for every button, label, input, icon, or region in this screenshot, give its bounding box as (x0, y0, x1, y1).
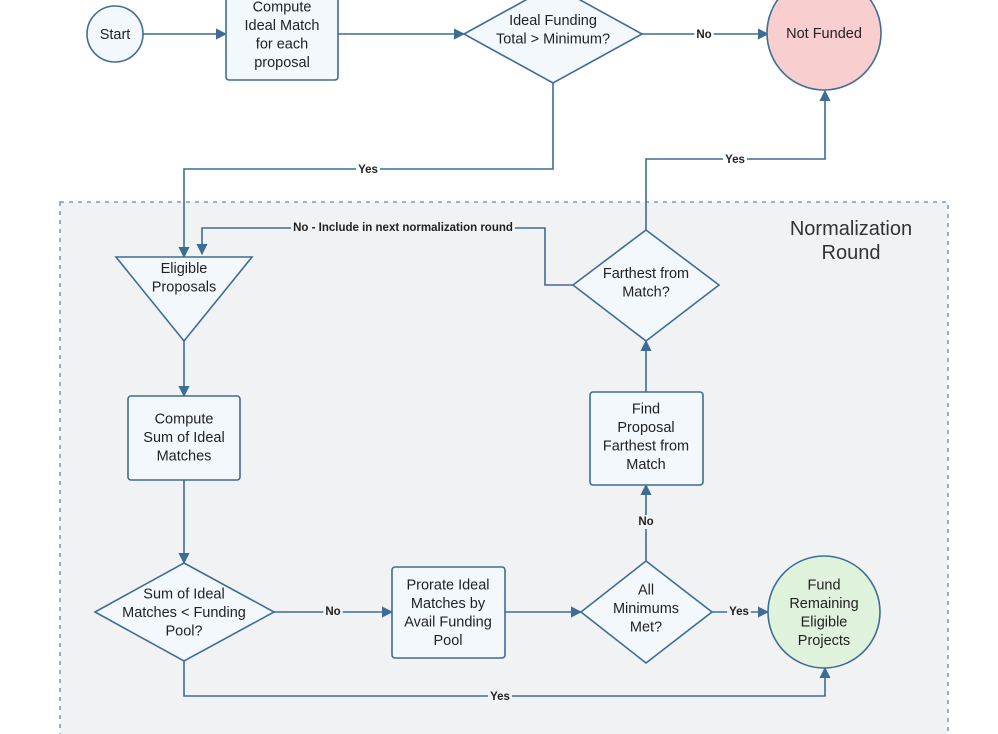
edge-label-sum-no: No (323, 605, 343, 619)
node-text-line: Start (100, 27, 131, 43)
label-total-no: No (696, 29, 711, 41)
edge-label-minimums-yes: Yes (727, 605, 751, 619)
node-text-line: Pool? (165, 624, 202, 640)
node-text-line: Fund (807, 577, 840, 593)
edge-label-farthest-no: No - Include in next normalization round (291, 221, 515, 235)
label-sum-yes: Yes (490, 691, 510, 703)
node-text-line: Met? (630, 620, 662, 636)
node-text-line: All (638, 583, 654, 599)
region-title-line2: Round (822, 242, 881, 264)
prorate-shape (391, 566, 506, 659)
node-text-line: Farthest from (603, 266, 689, 282)
node-text-line: Pool (433, 633, 462, 649)
node-text-line: Compute (253, 0, 312, 15)
not-funded-shape (766, 0, 882, 91)
node-text-line: Proposals (152, 279, 216, 295)
edge-farthest-no (196, 227, 573, 286)
compute-sum-shape (127, 395, 241, 481)
node-text-line: Find (632, 401, 660, 417)
node-text-line: proposal (254, 55, 310, 71)
node-text-line: Match? (622, 284, 670, 300)
node-text-line: Prorate Ideal (406, 577, 489, 593)
node-not-funded: Not Funded (766, 0, 882, 91)
minimums-check-shape (579, 559, 714, 665)
node-text-line: Matches < Funding (122, 605, 246, 621)
node-text-line: Sum of Ideal (143, 430, 224, 446)
sum-check-shape (93, 562, 276, 662)
edge-label-farthest-yes: Yes (723, 153, 747, 167)
node-text-line: Avail Funding (404, 614, 492, 630)
node-text-line: Match (626, 457, 666, 473)
edge-labels: No Yes Yes No - Include in next normaliz… (291, 28, 751, 704)
node-text-line: for each (256, 36, 308, 52)
edge-label-total-no: No (694, 28, 714, 42)
label-total-yes: Yes (358, 164, 378, 176)
start-text: Start (100, 27, 131, 43)
find-farthest-shape (589, 391, 704, 486)
node-text-line: Ideal Match (245, 18, 320, 34)
edge-label-total-yes: Yes (356, 163, 380, 177)
label-farthest-no: No - Include in next normalization round (293, 222, 513, 234)
node-text-line: Total > Minimum? (496, 31, 610, 47)
node-text-line: Ideal Funding (509, 13, 597, 29)
node-text-line: Compute (155, 412, 214, 428)
node-text-line: Matches (157, 449, 212, 465)
label-farthest-yes: Yes (725, 154, 745, 166)
eligible-proposals-shape (114, 256, 254, 343)
label-minimums-yes: Yes (729, 606, 749, 618)
compute-ideal-shape (225, 0, 339, 81)
fund-remaining-shape (767, 555, 881, 669)
edge-label-minimums-no: No (636, 515, 656, 529)
node-text-line: Remaining (789, 596, 858, 612)
edge-label-sum-yes: Yes (488, 690, 512, 704)
start-shape (86, 5, 144, 63)
node-start: Start (86, 5, 144, 63)
label-sum-no: No (325, 606, 340, 618)
ideal-total-check-shape (462, 0, 644, 84)
region-title-line1: Normalization (790, 218, 912, 240)
node-text-line: Projects (798, 633, 850, 649)
label-minimums-no: No (638, 516, 653, 528)
farthest-check-shape (571, 228, 721, 343)
node-text-line: Eligible (801, 614, 848, 630)
node-text-line: Not Funded (786, 26, 862, 42)
not-funded-text: Not Funded (786, 26, 862, 42)
node-text-line: Farthest from (603, 438, 689, 454)
node-text-line: Eligible (161, 261, 208, 277)
node-text-line: Minimums (613, 601, 679, 617)
node-text-line: Matches by (411, 596, 486, 612)
node-text-line: Sum of Ideal (143, 587, 224, 603)
node-text-line: Proposal (617, 420, 674, 436)
